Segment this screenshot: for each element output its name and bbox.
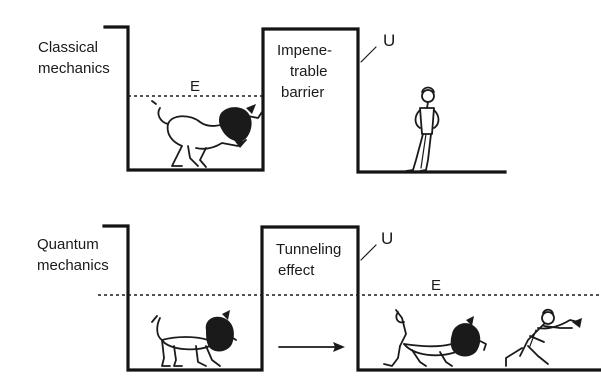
classical-man-icon	[405, 86, 440, 172]
quantum-potential-pointer	[360, 244, 377, 261]
quantum-energy-label: E	[431, 277, 441, 294]
quantum-lion-left-icon	[151, 310, 237, 367]
classical-panel: Classical mechanics E Impene- trable bar…	[38, 25, 507, 174]
quantum-man-running-icon	[505, 308, 582, 367]
quantum-label-line2: mechanics	[37, 257, 109, 274]
classical-lion-icon	[151, 100, 263, 168]
classical-potential-label: U	[383, 31, 395, 50]
classical-potential-pointer	[360, 46, 377, 63]
quantum-panel: Quantum mechanics Tunneling effect U E	[37, 224, 601, 372]
tunneling-arrow-icon	[278, 342, 345, 352]
quantum-potential-outline	[102, 224, 601, 372]
barrier-label-line1: Impene-	[277, 42, 332, 59]
quantum-potential-label: U	[381, 229, 393, 248]
quantum-label-line1: Quantum	[37, 236, 99, 253]
classical-label-line2: mechanics	[38, 60, 110, 77]
barrier-label-line3: barrier	[281, 84, 324, 101]
tunneling-label-line1: Tunneling	[276, 241, 341, 258]
barrier-label-line2: trable	[290, 63, 328, 80]
quantum-lion-right-icon	[383, 309, 487, 367]
tunneling-label-line2: effect	[278, 262, 315, 279]
classical-label-line1: Classical	[38, 39, 98, 56]
classical-energy-label: E	[190, 78, 200, 95]
classical-potential-outline	[103, 25, 507, 174]
